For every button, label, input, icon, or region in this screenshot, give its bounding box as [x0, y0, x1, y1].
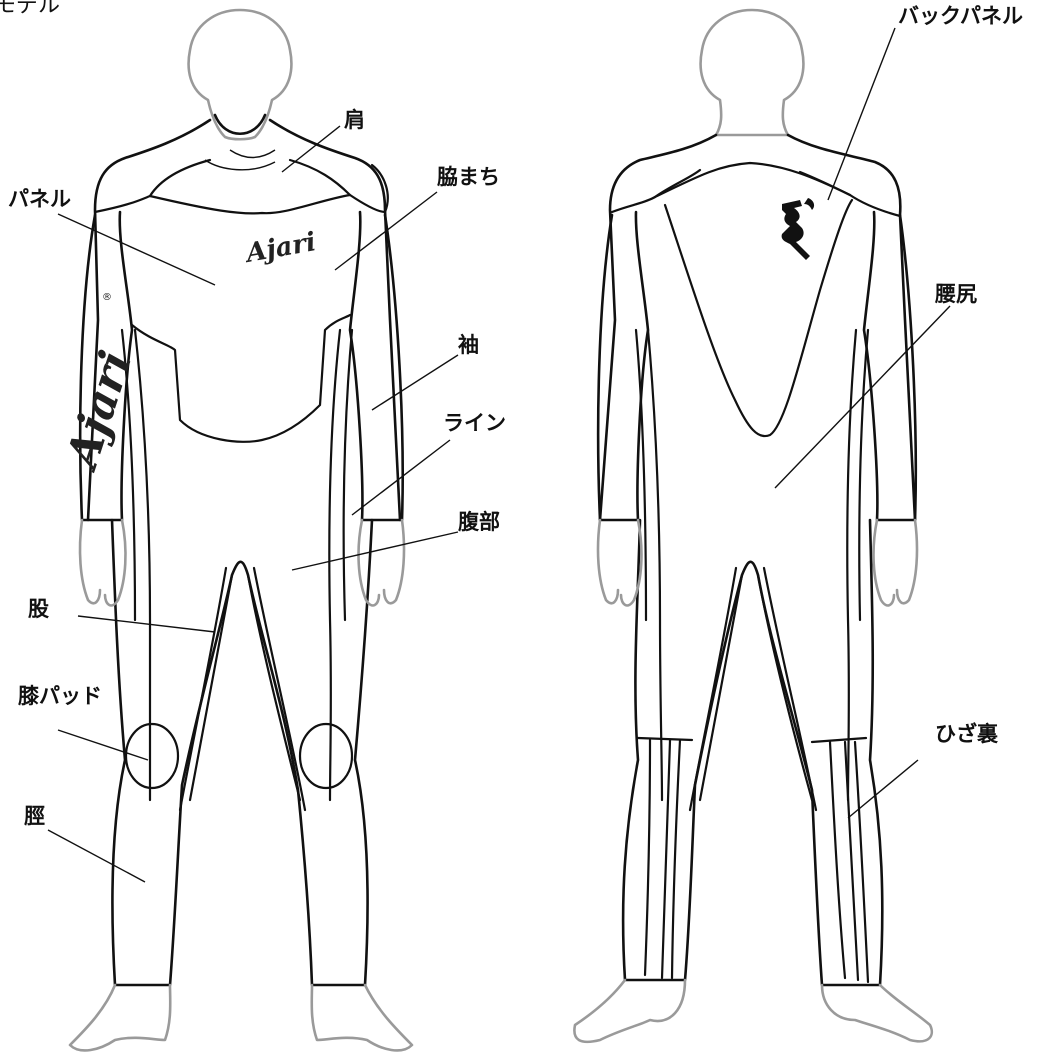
front-right-knee-pad: [300, 724, 352, 788]
back-yoke: [612, 163, 900, 216]
label-abdomen: 腹部: [458, 510, 500, 534]
back-left-sleeve: [598, 212, 648, 520]
front-left-foot: [70, 985, 170, 1050]
front-chest-logo: Ajari: [241, 227, 318, 269]
front-torso: [88, 120, 400, 520]
back-knee-bands: [638, 738, 866, 742]
label-side-gusset: 脇まち: [437, 165, 500, 189]
label-shin: 脛: [24, 804, 45, 828]
front-right-foot: [312, 985, 412, 1050]
back-left-foot: [574, 980, 685, 1042]
front-labels: 肩 パネル 脇まち 袖 ライン 腹部 股 膝パッド 脛: [8, 108, 506, 882]
front-right-sleeve: [350, 212, 403, 520]
back-v-panel: [665, 200, 852, 436]
front-right-hand: [359, 520, 404, 605]
label-knee-pad: 膝パッド: [18, 684, 102, 708]
label-back-of-knee: ひざ裏: [935, 722, 999, 746]
back-head: [701, 10, 804, 135]
front-figure: Ajari Ajari ®: [56, 10, 412, 1050]
back-right-foot: [822, 985, 932, 1041]
front-neck: [215, 115, 265, 134]
front-chest-panel: [132, 315, 350, 442]
label-shoulder: 肩: [344, 108, 365, 132]
diagram-title: モデル: [0, 0, 60, 18]
label-waist-hip: 腰尻: [934, 282, 977, 306]
label-back-panel: バックパネル: [898, 4, 1023, 28]
back-labels: バックパネル 腰尻 ひざ裏: [775, 4, 1023, 818]
registered-mark: ®: [102, 292, 112, 303]
back-left-hand: [598, 520, 641, 605]
back-figure: [574, 10, 931, 1042]
label-panel: パネル: [8, 187, 71, 211]
front-left-hand: [80, 520, 125, 605]
label-line: ライン: [443, 411, 506, 435]
label-crotch: 股: [28, 597, 49, 621]
front-head: [189, 10, 292, 139]
back-right-hand: [874, 520, 917, 605]
label-sleeve: 袖: [458, 333, 479, 357]
sanskrit-emblem-icon: [782, 198, 814, 260]
